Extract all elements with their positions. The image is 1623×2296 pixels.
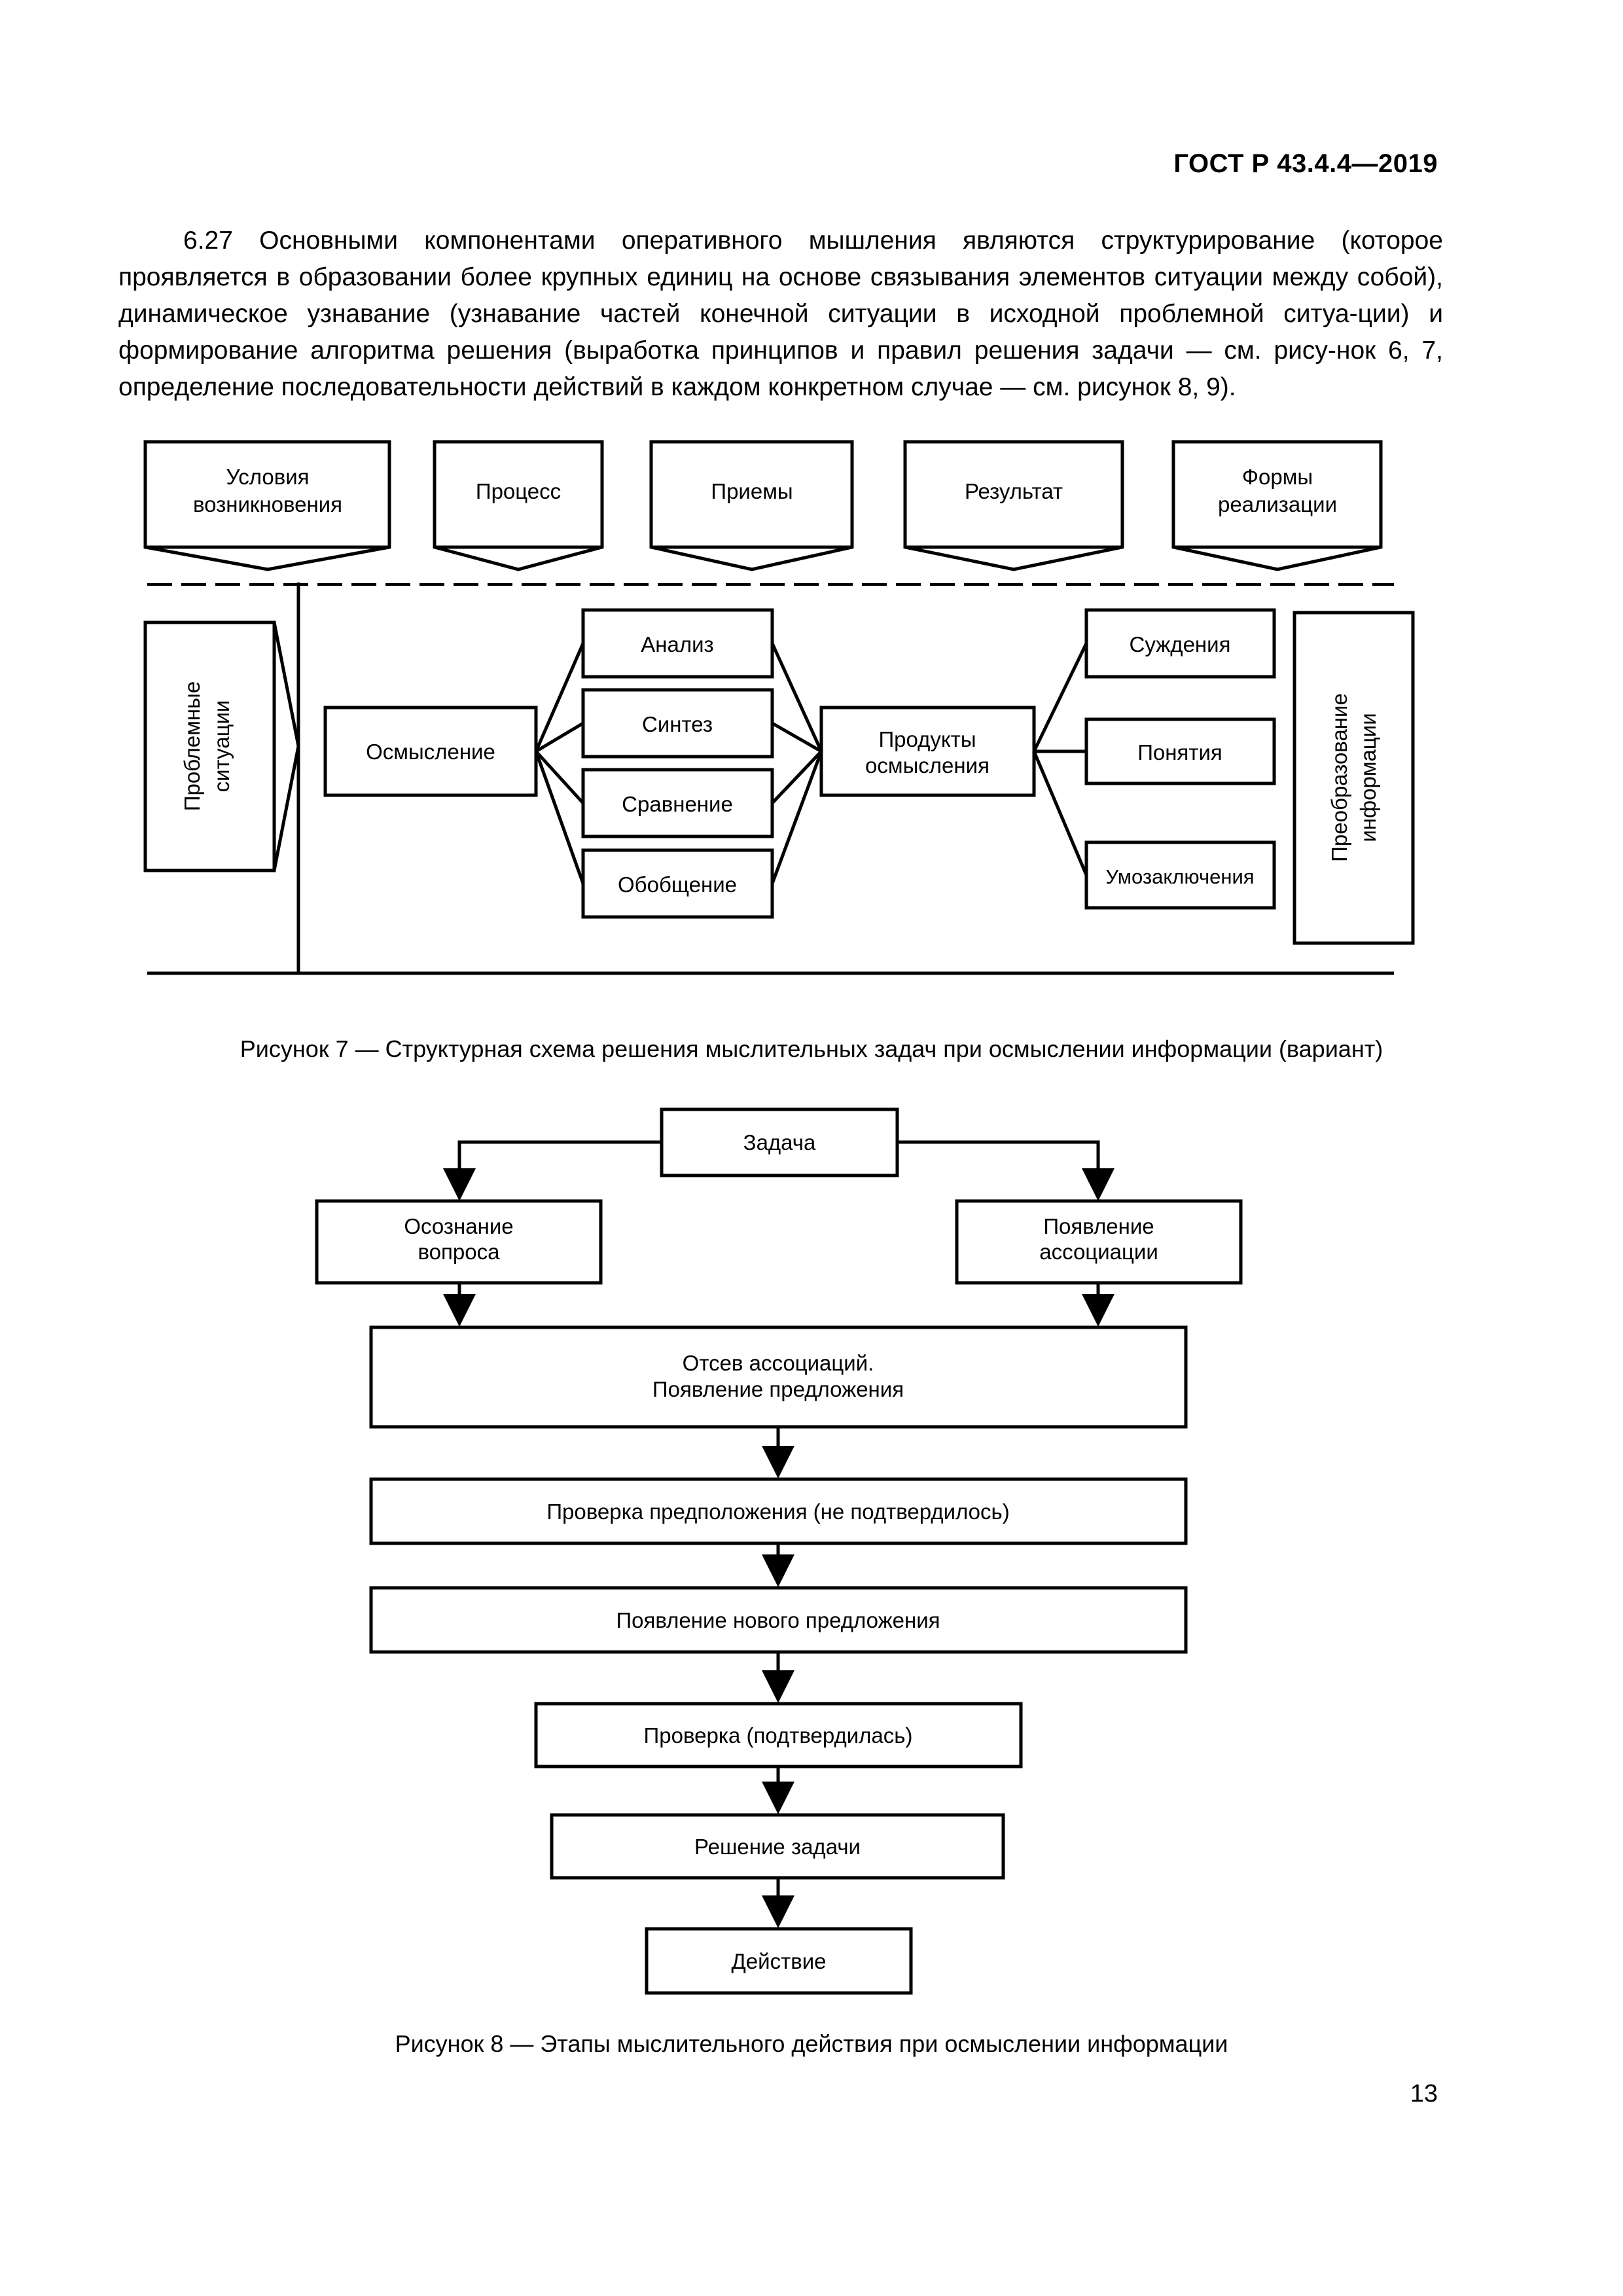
check-ok-box: Проверка (подтвердилась) — [534, 1702, 1023, 1768]
result-concepts: Понятия — [1137, 740, 1222, 764]
association-line2: ассоциации — [1039, 1240, 1158, 1264]
result-conclusions-box: Умозаключения — [1084, 840, 1276, 910]
method-generalization: Обобщение — [618, 872, 737, 897]
information-transformation-line1: Преобразование — [1327, 693, 1351, 862]
filter-line1: Отсев ассоциаций. — [683, 1351, 874, 1375]
information-transformation-box: Преобразование информации — [1293, 611, 1415, 945]
filter-line2: Появление предложения — [652, 1377, 904, 1401]
association-box: Появление ассоциации — [955, 1199, 1243, 1285]
header-box-techniques: Приемы — [649, 440, 854, 571]
header-process: Процесс — [476, 479, 561, 503]
task-box: Задача — [660, 1107, 899, 1177]
method-analysis: Анализ — [641, 632, 713, 656]
document-code: ГОСТ Р 43.4.4—2019 — [1173, 149, 1438, 178]
problem-situations-line1: Проблемные — [180, 681, 204, 811]
header-techniques: Приемы — [711, 479, 793, 503]
section-paragraph: 6.27 Основными компонентами оперативного… — [118, 226, 1443, 401]
new-proposal-box: Появление нового предложения — [369, 1586, 1188, 1654]
awareness-line2: вопроса — [418, 1240, 501, 1264]
awareness-line1: Осознание — [404, 1214, 513, 1238]
solution-box: Решение задачи — [550, 1813, 1005, 1880]
figure-8: Задача Осознание вопроса Появление ассоц… — [315, 1107, 1243, 1995]
figure-7-caption: Рисунок 7 — Структурная схема решения мы… — [240, 1035, 1383, 1062]
result-judgments: Суждения — [1130, 632, 1231, 656]
result-conclusions: Умозаключения — [1105, 865, 1254, 888]
filter-box: Отсев ассоциаций. Появление предложения — [369, 1325, 1188, 1429]
figure-7-connectors — [534, 642, 1088, 884]
check-fail-label: Проверка предположения (не подтвердилось… — [546, 1499, 1009, 1524]
header-box-result: Результат — [903, 440, 1124, 571]
header-conditions-line1: Условия — [226, 465, 309, 489]
action-box: Действие — [645, 1927, 913, 1995]
check-fail-box: Проверка предположения (не подтвердилось… — [369, 1477, 1188, 1545]
arrow-task-to-awareness — [443, 1140, 662, 1201]
awareness-box: Осознание вопроса — [315, 1199, 603, 1285]
information-transformation-line2: информации — [1356, 713, 1380, 842]
check-ok-label: Проверка (подтвердилась) — [644, 1723, 913, 1748]
method-comparison-box: Сравнение — [581, 768, 774, 838]
header-forms-line1: Формы — [1242, 465, 1313, 489]
new-proposal-label: Появление нового предложения — [616, 1608, 940, 1632]
result-judgments-box: Суждения — [1084, 608, 1276, 679]
arrow-task-to-association — [897, 1140, 1115, 1201]
method-generalization-box: Обобщение — [581, 848, 774, 919]
header-box-forms: Формы реализации — [1171, 440, 1383, 571]
comprehension-box: Осмысление — [323, 706, 538, 797]
header-forms-line2: реализации — [1218, 492, 1337, 516]
method-analysis-box: Анализ — [581, 608, 774, 679]
header-box-process: Процесс — [433, 440, 604, 571]
header-box-conditions: Условия возникновения — [143, 440, 391, 571]
page-number: 13 — [1410, 2080, 1438, 2108]
comprehension-label: Осмысление — [366, 740, 495, 764]
products-line2: осмысления — [865, 753, 990, 778]
header-result: Результат — [965, 479, 1063, 503]
problem-situations-line2: ситуации — [209, 700, 234, 793]
solution-label: Решение задачи — [694, 1835, 861, 1859]
method-comparison: Сравнение — [622, 792, 733, 816]
association-line1: Появление — [1043, 1214, 1154, 1238]
method-synthesis-box: Синтез — [581, 688, 774, 759]
header-conditions-line2: возникновения — [193, 492, 342, 516]
figure-8-caption: Рисунок 8 — Этапы мыслительного действия… — [395, 2030, 1228, 2057]
products-box: Продукты осмысления — [819, 706, 1036, 797]
method-synthesis: Синтез — [642, 712, 713, 736]
result-concepts-box: Понятия — [1084, 717, 1276, 785]
action-label: Действие — [731, 1949, 826, 1973]
task-label: Задача — [743, 1130, 816, 1155]
figure-7: Условия возникновения Процесс Приемы Рез… — [143, 440, 1415, 975]
problem-situations-box: Проблемные ситуации — [143, 620, 300, 872]
products-line1: Продукты — [878, 727, 976, 751]
